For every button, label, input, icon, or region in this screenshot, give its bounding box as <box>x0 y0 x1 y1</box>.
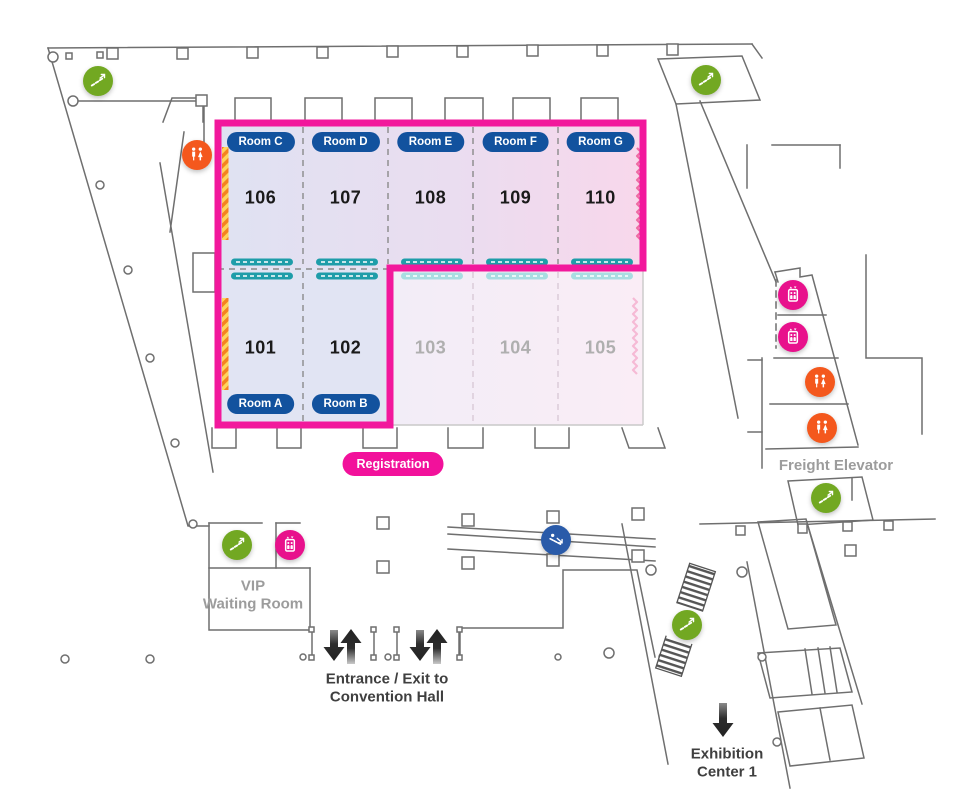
entrance-exit-label: Entrance / Exit to Convention Hall <box>326 671 449 708</box>
entrance-label-line2: Convention Hall <box>329 689 445 706</box>
elevator-icon <box>778 322 808 352</box>
room-pill: Room A <box>226 394 295 414</box>
room-number: 110 <box>585 187 616 208</box>
escalator-down-icon <box>541 525 571 555</box>
escalator-icon <box>672 610 702 640</box>
vip-label-line2: Waiting Room <box>202 596 304 613</box>
room-101[interactable]: 101 Room A <box>218 268 303 425</box>
escalator-icon <box>691 65 721 95</box>
room-number: 104 <box>499 337 532 358</box>
highlight-border <box>214 119 647 429</box>
room-pill: Room C <box>226 132 295 152</box>
room-108[interactable]: Room E 108 <box>388 123 473 268</box>
room-number: 106 <box>244 187 277 208</box>
room-pill: Room B <box>311 394 380 414</box>
entrance-label-line1: Entrance / Exit to <box>325 670 449 688</box>
room-107[interactable]: Room D 107 <box>303 123 388 268</box>
room-pill: Room G <box>566 132 635 152</box>
room-number: 105 <box>584 337 617 358</box>
exhibition-label-line2: Center 1 <box>696 764 758 781</box>
escalator-icon <box>811 483 841 513</box>
room-109[interactable]: Room F 109 <box>473 123 558 268</box>
escalator-icon <box>83 66 113 96</box>
room-104[interactable]: 104 <box>473 268 558 425</box>
restroom-icon <box>182 140 212 170</box>
room-pill: Room F <box>482 132 549 152</box>
registration-badge: Registration <box>342 452 444 476</box>
elevator-icon <box>275 530 305 560</box>
room-105[interactable]: 105 <box>558 268 643 425</box>
room-number: 107 <box>329 187 362 208</box>
room-pill: Room E <box>396 132 465 152</box>
room-103[interactable]: 103 <box>388 268 473 425</box>
exhibition-label-line1: Exhibition <box>690 745 764 763</box>
room-number: 101 <box>244 337 277 358</box>
escalator-icon <box>222 530 252 560</box>
room-pill: Room D <box>311 132 380 152</box>
freight-elevator-label: Freight Elevator <box>778 456 894 474</box>
room-110[interactable]: Room G 110 <box>558 123 643 268</box>
vip-label-line1: VIP <box>240 577 266 595</box>
room-number: 103 <box>414 337 447 358</box>
room-number: 109 <box>499 187 532 208</box>
room-number: 108 <box>414 187 447 208</box>
room-102[interactable]: 102 Room B <box>303 268 388 425</box>
exhibition-center-label: Exhibition Center 1 <box>691 746 764 783</box>
elevator-icon <box>778 280 808 310</box>
room-106[interactable]: Room C 106 <box>218 123 303 268</box>
restroom-icon <box>805 367 835 397</box>
vip-waiting-room-label: VIP Waiting Room <box>203 578 303 615</box>
restroom-icon <box>807 413 837 443</box>
room-number: 102 <box>329 337 362 358</box>
